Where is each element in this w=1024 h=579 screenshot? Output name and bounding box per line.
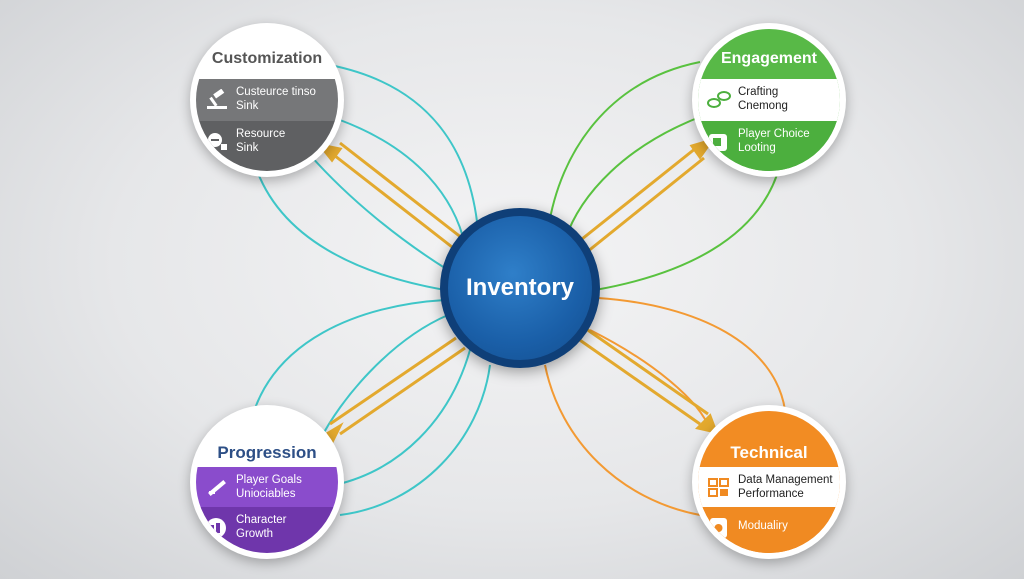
engagement-connectors <box>547 61 781 291</box>
progression-item-line: Growth <box>236 528 274 540</box>
customization-title: Customization <box>211 50 323 67</box>
grid-icon <box>708 478 729 497</box>
hub-title: Inventory <box>465 274 575 301</box>
progression-connectors <box>249 299 491 516</box>
technical-curve <box>544 364 701 516</box>
inventory-hub: Inventory <box>440 208 600 368</box>
chain-icon <box>707 91 731 108</box>
engagement-curve <box>594 164 781 291</box>
engagement-node: Engagement Crafting Cnemong Player Choic… <box>692 23 846 177</box>
engagement-item-line: Looting <box>738 142 776 154</box>
technical-item: Modualiry <box>698 507 840 553</box>
progression-node: Progression Player Goals Uniociables Cha… <box>190 405 344 559</box>
progression-item: Character Growth <box>196 507 338 553</box>
progression-item: Player Goals Uniociables <box>196 467 338 507</box>
engagement-item: Crafting Cnemong <box>698 79 840 121</box>
document-icon <box>710 518 727 538</box>
technical-title: Technical <box>730 443 808 462</box>
customization-item-line: Sink <box>236 100 259 112</box>
sword-icon <box>208 480 226 496</box>
engagement-item-line: Crafting <box>738 86 779 98</box>
customization-item-line: Resource <box>236 128 286 140</box>
technical-curve <box>597 297 786 411</box>
engagement-item-line: Player Choice <box>738 128 810 140</box>
chest-icon <box>709 134 727 151</box>
technical-item-line: Data Management <box>738 474 833 486</box>
customization-curve <box>329 64 479 231</box>
technical-node: Technical Data Management Performance Mo… <box>692 405 846 559</box>
customization-node: Customization Custeurce tinso Sink Resou… <box>190 23 344 177</box>
customization-item-line: Sink <box>236 142 259 154</box>
customization-item: Custeurce tinso Sink <box>196 79 338 121</box>
arrow-progression <box>316 336 466 444</box>
growth-icon <box>206 518 226 538</box>
engagement-item-line: Cnemong <box>738 100 788 112</box>
technical-item: Data Management Performance <box>698 467 840 507</box>
character-icon <box>208 133 227 150</box>
progression-item-line: Uniociables <box>236 488 296 500</box>
progression-curve <box>339 364 491 516</box>
customization-curve <box>339 119 466 246</box>
customization-item-line: Custeurce tinso <box>236 86 316 98</box>
progression-item-line: Player Goals <box>236 474 302 486</box>
engagement-item: Player Choice Looting <box>698 121 840 171</box>
progression-item-line: Character <box>236 514 287 526</box>
progression-title: Progression <box>217 443 317 462</box>
customization-curve <box>254 164 446 291</box>
technical-item-line: Modualiry <box>738 520 788 532</box>
progression-curve <box>334 349 471 486</box>
customization-item: Resource Sink <box>196 121 338 171</box>
engagement-curve <box>547 61 701 231</box>
arrow-technical <box>573 324 719 435</box>
arrow-engagement <box>571 137 716 258</box>
hammer-icon <box>207 89 227 109</box>
progression-curve <box>319 314 449 441</box>
engagement-title: Engagement <box>720 50 817 67</box>
progression-curve <box>249 299 446 426</box>
technical-item-line: Performance <box>738 488 804 500</box>
engagement-curve <box>564 114 706 241</box>
